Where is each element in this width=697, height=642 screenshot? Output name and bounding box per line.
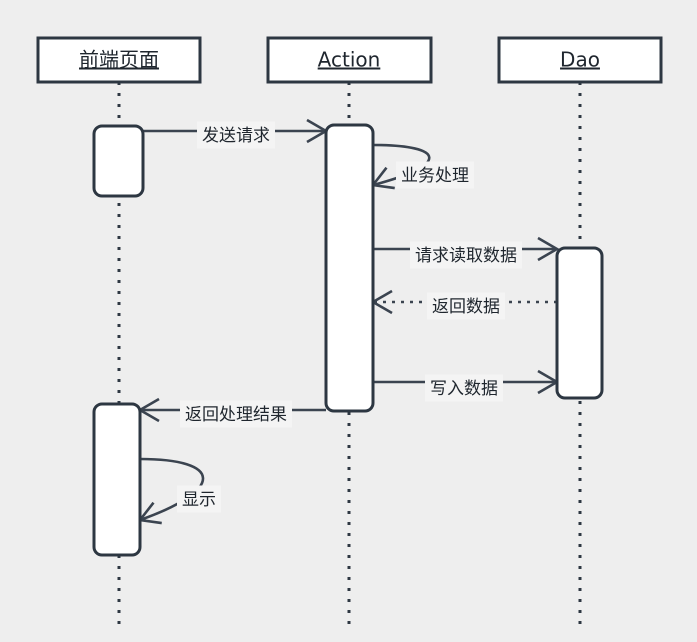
msg-return-result-label: 返回处理结果 bbox=[185, 405, 287, 425]
activations-layer bbox=[92, 123, 604, 557]
msg-display-curve bbox=[139, 457, 205, 522]
lifeline-header-action[interactable] bbox=[266, 36, 433, 84]
lifeline-header-frontend[interactable] bbox=[36, 36, 202, 84]
msg-request-read-data-label: 请求读取数据 bbox=[415, 246, 517, 266]
msg-display-label: 显示 bbox=[182, 490, 216, 510]
msg-request-read-data-label-bg bbox=[410, 241, 522, 269]
lifelines-layer: 前端页面 Action Dao bbox=[36, 36, 663, 630]
lifeline-header-dao[interactable] bbox=[497, 36, 663, 84]
lifeline-label-dao: Dao bbox=[560, 48, 600, 72]
msg-request-read-data-arrowhead bbox=[537, 236, 560, 262]
lifeline-label-frontend: 前端页面 bbox=[79, 48, 159, 72]
msg-display-label-bg bbox=[177, 485, 221, 513]
msg-return-data-label: 返回数据 bbox=[432, 297, 500, 317]
msg-write-data-label: 写入数据 bbox=[430, 379, 498, 399]
activation-bar-dao-1[interactable] bbox=[555, 246, 604, 400]
msg-write-data-label-bg bbox=[425, 374, 503, 402]
activation-bar-frontend-2[interactable] bbox=[92, 402, 142, 557]
msg-send-request-label: 发送请求 bbox=[202, 126, 270, 146]
msg-return-data-label-bg bbox=[427, 292, 505, 320]
lifeline-label-action: Action bbox=[318, 48, 381, 72]
msg-send-request-label-bg bbox=[197, 121, 275, 149]
msg-return-result-label-bg bbox=[180, 400, 292, 428]
activation-bar-action-1[interactable] bbox=[324, 123, 375, 413]
msg-business-process-label: 业务处理 bbox=[401, 166, 469, 186]
activation-bar-frontend-1[interactable] bbox=[92, 124, 145, 198]
msg-business-process-label-bg bbox=[396, 161, 474, 189]
